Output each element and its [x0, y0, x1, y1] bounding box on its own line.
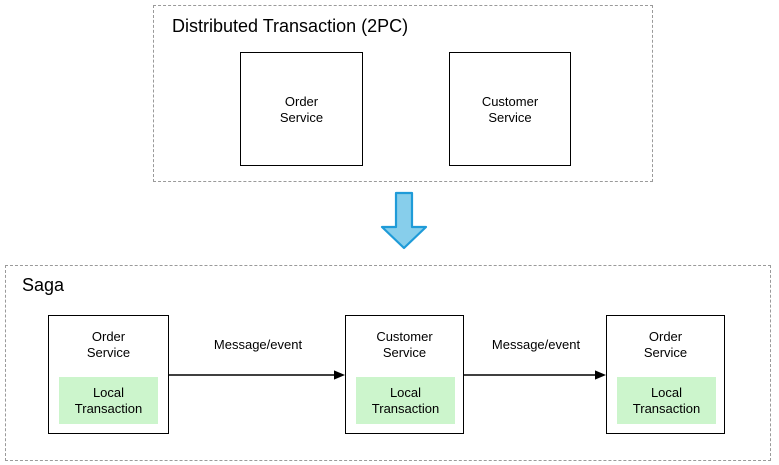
service-box-order-service-saga-1[interactable]: Order Service Local Transaction — [48, 315, 169, 434]
local-transaction-chip: Local Transaction — [356, 377, 455, 424]
distributed-transaction-group — [153, 5, 653, 182]
service-box-customer-service-saga[interactable]: Customer Service Local Transaction — [345, 315, 464, 434]
flow-arrow-2 — [464, 366, 608, 384]
local-transaction-label: Local Transaction — [371, 385, 440, 416]
service-label: Customer Service — [376, 329, 433, 360]
service-label: Order Service — [279, 94, 324, 125]
service-label: Customer Service — [481, 94, 539, 125]
connector-label-2: Message/event — [491, 337, 581, 352]
saga-group-title: Saga — [22, 275, 65, 295]
service-box-customer-service-2pc[interactable]: Customer Service — [449, 52, 571, 166]
local-transaction-label: Local Transaction — [632, 385, 701, 416]
local-transaction-label: Local Transaction — [74, 385, 143, 416]
service-label: Order Service — [643, 329, 688, 360]
service-label: Order Service — [86, 329, 131, 360]
flow-arrow-1 — [169, 366, 347, 384]
local-transaction-chip: Local Transaction — [617, 377, 716, 424]
distributed-transaction-group-title: Distributed Transaction (2PC) — [172, 16, 409, 36]
connector-label-1: Message/event — [213, 337, 303, 352]
saga-group — [5, 265, 771, 461]
service-box-order-service-2pc[interactable]: Order Service — [240, 52, 363, 166]
down-arrow-icon — [376, 191, 432, 251]
service-box-order-service-saga-2[interactable]: Order Service Local Transaction — [606, 315, 725, 434]
local-transaction-chip: Local Transaction — [59, 377, 158, 424]
